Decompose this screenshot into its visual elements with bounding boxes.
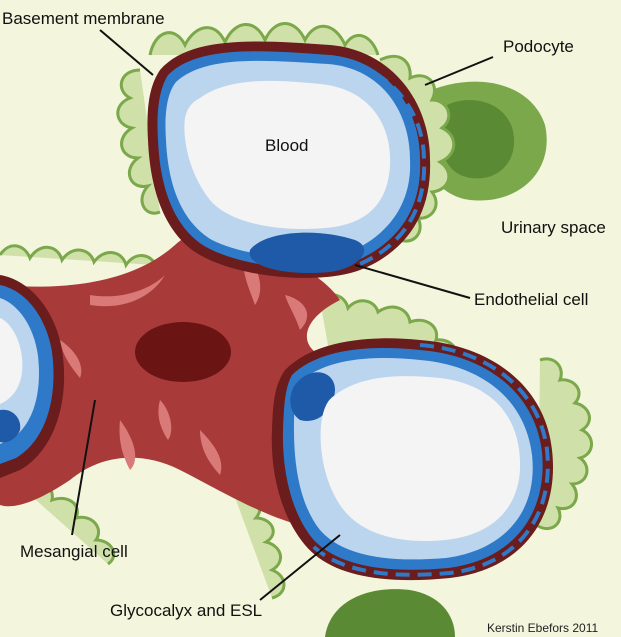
label-urinary-space: Urinary space xyxy=(501,218,606,237)
label-podocyte: Podocyte xyxy=(503,37,574,56)
capillary-lower-right xyxy=(271,338,554,581)
endothelial-cell-nucleus-left xyxy=(0,409,21,443)
podocyte-nucleus-top-right xyxy=(439,100,515,179)
leader-mesangial-cell xyxy=(71,399,96,536)
leader-basement-membrane xyxy=(99,29,154,76)
mesangial-streak xyxy=(90,275,165,307)
label-basement-membrane: Basement membrane xyxy=(2,9,165,28)
blood-lumen-upper xyxy=(184,80,391,229)
mesangial-streak xyxy=(200,430,222,475)
mesangial-nucleus xyxy=(135,322,231,382)
blood-lumen-left xyxy=(0,318,23,404)
mesangial-streak xyxy=(119,420,136,470)
capillary-left xyxy=(0,275,65,478)
leader-lines xyxy=(71,29,494,601)
labels: Basement membrane Podocyte Blood Urinary… xyxy=(2,9,606,635)
label-glycocalyx: Glycocalyx and ESL xyxy=(110,601,262,620)
endothelial-cell-nucleus-upper xyxy=(249,232,365,274)
fenestration-dashes-upper xyxy=(163,55,427,266)
mesangial-streak xyxy=(60,340,82,378)
podocyte-body-bottom xyxy=(325,589,455,637)
leader-glycocalyx xyxy=(259,534,341,601)
leader-podocyte xyxy=(424,56,494,86)
mesangial-streak xyxy=(285,295,308,330)
blood-lumen-lower xyxy=(320,376,521,542)
mesangial-streak xyxy=(158,400,172,440)
label-mesangial-cell: Mesangial cell xyxy=(20,542,128,561)
mesangial-cell xyxy=(0,228,340,526)
leader-endothelial-cell xyxy=(354,264,471,299)
fenestration-dashes-lower xyxy=(307,343,550,577)
credit-text: Kerstin Ebefors 2011 xyxy=(487,621,599,635)
label-endothelial-cell: Endothelial cell xyxy=(474,290,588,309)
capillary-upper xyxy=(147,41,431,278)
label-blood: Blood xyxy=(265,136,308,155)
endothelial-cell-nucleus-lower xyxy=(290,372,335,421)
